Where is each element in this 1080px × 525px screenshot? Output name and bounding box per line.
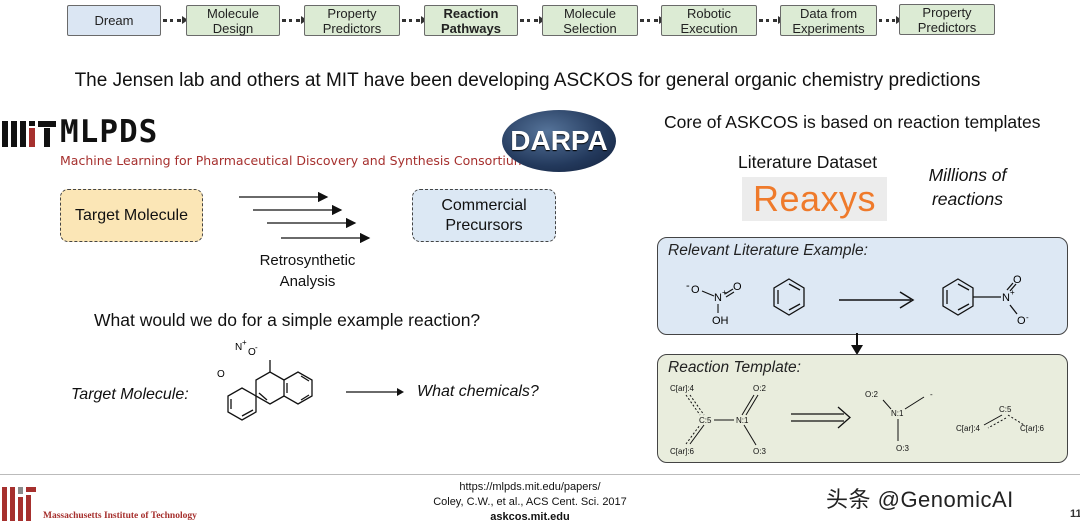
svg-text:-: - <box>1026 313 1029 322</box>
mlpds-tagline: Machine Learning for Pharmaceutical Disc… <box>60 153 526 168</box>
mlpds-logo-text: MLPDS <box>60 114 159 150</box>
pipeline-step-property-predictors: Property Predictors <box>304 5 400 36</box>
page-number: 11 <box>1070 508 1080 520</box>
svg-text:O:3: O:3 <box>896 444 909 453</box>
references: https://mlpds.mit.edu/papers/ Coley, C.W… <box>380 480 680 525</box>
svg-text:-: - <box>686 280 690 292</box>
pipeline-step-property-predictors-2: Property Predictors <box>899 4 995 35</box>
target-molecule-label: Target Molecule: <box>71 386 189 403</box>
reference-citation: Coley, C.W., et al., ACS Cent. Sci. 2017 <box>433 496 627 508</box>
relevant-literature-panel: Relevant Literature Example: - O N + O O… <box>657 237 1068 335</box>
double-arrow-icon <box>791 406 851 429</box>
pipeline-step-dream: Dream <box>67 5 161 36</box>
retrosynthetic-analysis-label: Retrosynthetic Analysis <box>259 252 356 290</box>
pipeline-connector <box>163 16 188 24</box>
reaction-template-drawing: C[ar]:4 O:2 C:5 N:1 C[ar]:6 O:3 O:2 - N:… <box>670 384 1045 456</box>
pipeline-step-data-from-experiments: Data from Experiments <box>780 5 877 36</box>
pipeline-step-molecule-selection: Molecule Selection <box>542 5 638 36</box>
down-arrow-icon <box>851 333 863 355</box>
reference-url[interactable]: https://mlpds.mit.edu/papers/ <box>459 481 601 493</box>
svg-text:O:3: O:3 <box>753 447 766 456</box>
svg-text:N:1: N:1 <box>891 409 904 418</box>
svg-text:O: O <box>1017 315 1026 327</box>
reaction-template-panel: Reaction Template: C[ar]:4 O:2 C:5 N:1 C… <box>657 354 1068 463</box>
svg-text:+: + <box>722 288 727 297</box>
pipeline-connector <box>282 16 307 24</box>
svg-text:+: + <box>1010 288 1015 297</box>
svg-text:O:2: O:2 <box>753 384 766 393</box>
literature-reaction-drawing: - O N + O OH O N + <box>686 274 1029 327</box>
millions-of-reactions: Millions of reactions <box>928 165 1007 209</box>
darpa-logo: DARPA <box>502 110 616 172</box>
svg-text:N:1: N:1 <box>736 416 749 425</box>
footer-divider <box>0 474 1080 475</box>
mit-institute-name: Massachusetts Institute of Technology <box>43 511 197 521</box>
what-chemicals-label: What chemicals? <box>417 383 539 400</box>
pipeline-connector <box>520 16 545 24</box>
mit-logo-icon <box>2 121 56 147</box>
pipeline-step-robotic-execution: Robotic Execution <box>661 5 757 36</box>
svg-text:+: + <box>242 338 247 347</box>
svg-text:N: N <box>1002 292 1010 304</box>
pipeline-connector <box>879 16 902 24</box>
svg-text:N: N <box>235 342 242 353</box>
target-molecule-box: Target Molecule <box>60 189 203 242</box>
svg-text:OH: OH <box>712 315 729 327</box>
reaction-arrow-icon <box>346 388 404 396</box>
svg-text:C:5: C:5 <box>999 405 1012 414</box>
pipeline-connector <box>402 16 427 24</box>
mit-footer-logo-icon <box>2 487 36 521</box>
svg-text:C[ar]:4: C[ar]:4 <box>956 424 981 433</box>
svg-text:O:2: O:2 <box>865 390 878 399</box>
nitro-o-atom: O <box>248 347 256 358</box>
nitrophenanthrene-structure: O - N + O <box>217 338 313 421</box>
pipeline-connector <box>759 16 784 24</box>
commercial-precursors-box: Commercial Precursors <box>412 189 556 242</box>
svg-text:-: - <box>255 343 258 352</box>
svg-text:O: O <box>691 284 700 296</box>
svg-text:O: O <box>217 369 225 380</box>
nitrobenzene-icon <box>942 278 1018 316</box>
core-heading: Core of ASKCOS is based on reaction temp… <box>664 112 1041 132</box>
relevant-literature-title: Relevant Literature Example: <box>668 242 868 259</box>
headline: The Jensen lab and others at MIT have be… <box>74 70 981 91</box>
svg-text:C[ar]:6: C[ar]:6 <box>670 447 695 456</box>
svg-text:-: - <box>930 390 933 399</box>
svg-text:C[ar]:4: C[ar]:4 <box>670 384 695 393</box>
pipeline-connector <box>640 16 665 24</box>
retrosynthesis-arrows <box>239 191 371 244</box>
svg-text:O: O <box>1013 274 1022 286</box>
svg-text:C[ar]:6: C[ar]:6 <box>1020 424 1045 433</box>
svg-text:O: O <box>733 281 742 293</box>
watermark: 头条 @GenomicAI <box>826 487 1014 512</box>
svg-text:C:5: C:5 <box>699 416 712 425</box>
svg-text:N: N <box>714 292 722 304</box>
pipeline-step-molecule-design: Molecule Design <box>186 5 280 36</box>
reference-site[interactable]: askcos.mit.edu <box>490 511 570 523</box>
reaxys-logo: Reaxys <box>742 177 887 221</box>
benzene-ring-icon <box>773 278 805 316</box>
pipeline-step-reaction-pathways: Reaction Pathways <box>424 5 518 36</box>
literature-dataset-label: Literature Dataset <box>738 152 878 172</box>
reaction-template-title: Reaction Template: <box>668 359 801 376</box>
example-question: What would we do for a simple example re… <box>94 310 481 330</box>
